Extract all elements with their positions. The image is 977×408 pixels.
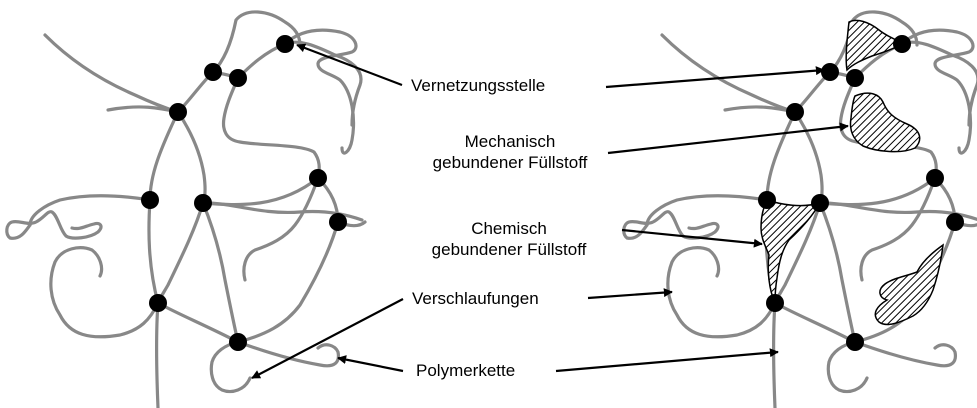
polymer-chain xyxy=(158,203,203,303)
polymer-chain xyxy=(774,303,776,408)
right-crosslinks xyxy=(758,35,964,351)
polymer-chain xyxy=(828,342,867,392)
polymer-chain xyxy=(820,178,935,205)
crosslink-node xyxy=(309,169,327,187)
crosslink-node xyxy=(821,63,839,81)
crosslink-node xyxy=(149,294,167,312)
polymer-chain xyxy=(795,112,822,203)
polymer-chain xyxy=(7,212,101,239)
crosslink-node xyxy=(946,213,964,231)
polymer-chain xyxy=(244,178,318,280)
label-chemical-line2: gebundener Füllstoff xyxy=(404,239,614,260)
polymer-chain xyxy=(178,12,300,112)
label-mechanical-line1: Mechanisch xyxy=(412,131,608,152)
polymer-chain xyxy=(30,196,150,225)
label-polymer-chain: Polymerkette xyxy=(416,360,515,381)
polymer-chain xyxy=(157,303,159,408)
polymer-chain xyxy=(767,112,795,200)
crosslink-node xyxy=(893,35,911,53)
crosslink-node xyxy=(169,103,187,121)
polymer-chain xyxy=(668,248,775,337)
crosslink-node xyxy=(758,191,776,209)
polymer-chain xyxy=(224,78,320,178)
arrow-entanglement-right xyxy=(588,292,672,298)
crosslink-node xyxy=(811,194,829,212)
polymer-chain xyxy=(238,222,338,342)
crosslink-node xyxy=(276,35,294,53)
polymer-chain xyxy=(45,35,178,112)
polymer-chain xyxy=(178,112,205,203)
crosslink-node xyxy=(194,194,212,212)
polymer-chain xyxy=(203,203,238,342)
mechanically-bound-filler xyxy=(851,93,920,152)
arrow-crosslink-left xyxy=(297,45,402,85)
arrow-crosslink-right xyxy=(606,70,824,87)
polymer-chain xyxy=(158,303,238,342)
crosslink-node xyxy=(204,63,222,81)
crosslink-node xyxy=(766,294,784,312)
label-mechanical-line2: gebundener Füllstoff xyxy=(412,152,608,173)
label-crosslink: Vernetzungsstelle xyxy=(411,75,545,96)
chemically-bound-filler-middle xyxy=(761,200,820,303)
polymer-chain xyxy=(203,178,318,205)
label-entanglement: Verschlaufungen xyxy=(412,288,539,309)
polymer-chain xyxy=(647,196,767,225)
polymer-chain xyxy=(149,200,158,303)
label-mechanical-filler: Mechanisch gebundener Füllstoff xyxy=(412,131,608,173)
polymer-chain xyxy=(855,342,955,366)
polymer-chain xyxy=(775,303,855,342)
arrow-chemical-filler xyxy=(622,230,762,244)
crosslink-node xyxy=(229,333,247,351)
label-chemical-line1: Chemisch xyxy=(404,218,614,239)
left-network xyxy=(7,12,365,408)
mechanically-bound-filler-large xyxy=(875,245,943,324)
polymer-chain xyxy=(238,342,338,366)
crosslink-node xyxy=(329,213,347,231)
crosslink-node xyxy=(229,69,247,87)
left-crosslinks xyxy=(141,35,347,351)
crosslink-node xyxy=(846,69,864,87)
polymer-chain xyxy=(211,342,250,392)
crosslink-node xyxy=(926,169,944,187)
label-chemical-filler: Chemisch gebundener Füllstoff xyxy=(404,218,614,260)
crosslink-node xyxy=(846,333,864,351)
polymer-chain xyxy=(150,112,178,200)
crosslink-node xyxy=(786,103,804,121)
arrows xyxy=(252,45,848,378)
arrow-polymer-chain-left xyxy=(338,358,403,371)
polymer-chain xyxy=(51,248,158,337)
arrow-polymer-chain-right xyxy=(556,352,778,371)
crosslink-node xyxy=(141,191,159,209)
polymer-chain xyxy=(820,203,855,342)
